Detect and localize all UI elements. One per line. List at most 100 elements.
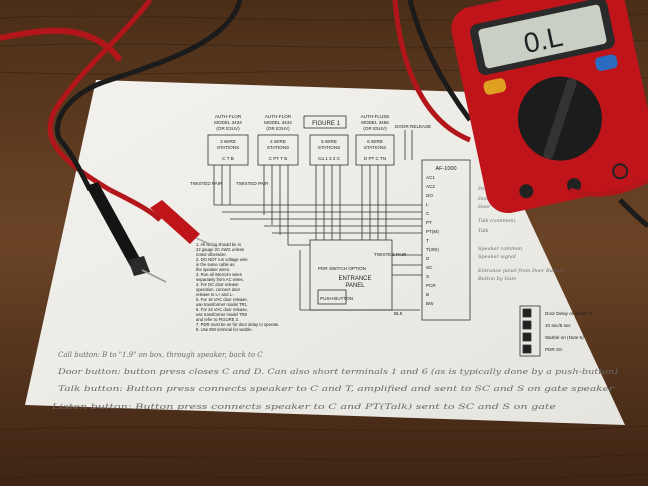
note-line: 5. For 16 VAC door release, [196, 297, 248, 302]
terminal: DO [426, 193, 433, 198]
station-4-model: MODEL 3456 [361, 120, 389, 125]
terminal: PT [426, 220, 432, 225]
note-line: release to L+ and L-. [196, 292, 235, 297]
twisted-pair-label-1: TWISTED PAIR [190, 181, 223, 186]
note-line: 3. Run all intercom wires [196, 272, 242, 277]
amp-jack[interactable] [612, 163, 629, 180]
entrance-panel-title: ENTRANCE [338, 276, 371, 282]
station-4-terms: D PT C TN [364, 156, 386, 161]
black-probe [58, 138, 167, 283]
station-1-wire: 3 WIRE [220, 139, 236, 144]
station-box-4wire [257, 134, 299, 166]
note-line: 8. Use BW terminal for warble. [196, 327, 253, 332]
station-3-terms: Ca 1 3 2 C [318, 156, 341, 161]
af1000-title: AF-1000 [435, 166, 456, 172]
handwritten-line: Listen button: Button press connects spe… [50, 403, 556, 411]
push-button-box [317, 289, 347, 305]
multimeter: 0.L [451, 0, 648, 214]
terminal: PCR [426, 283, 436, 288]
terminal-list: AC1 AC2 DO L C PT PT(M) T T(3W) D SC S P… [426, 175, 439, 306]
note-line: the speaker wires. [196, 267, 230, 272]
terminal: C [426, 211, 430, 216]
station-3-wire: 5 WIRE [321, 139, 337, 144]
terminal: S [426, 274, 429, 279]
figure-label: FIGURE 1 [312, 121, 340, 127]
terminal: AC1 [426, 175, 435, 180]
handwritten-notes: Call button: B to "1.9" on box, through … [50, 351, 618, 411]
dial-knob[interactable] [542, 77, 577, 160]
station-box-6wire [355, 134, 395, 166]
station-2-model: MODEL 3434 [264, 120, 292, 125]
terminal: SC [426, 265, 433, 270]
dip-switch-block [519, 305, 541, 357]
wiring-diagram [207, 115, 541, 357]
station-2-kind: STATIONS [267, 145, 289, 150]
terminal: D [426, 256, 430, 261]
note-line: use transformer model TR1. [196, 302, 248, 307]
terminal: L [426, 202, 429, 207]
red-probe [108, 187, 215, 247]
handwritten-line: Door button: button press closes C and D… [57, 368, 619, 376]
station-2-terms: C PT T B [269, 156, 288, 161]
station-4-suffix: (OR E5UV) [363, 126, 387, 131]
blk-label: BLK [394, 311, 404, 316]
terminal: AC2 [426, 184, 435, 189]
station-2-wire: 4 WIRE [270, 139, 286, 144]
dip-label: 10 sec/5 sec [545, 323, 571, 328]
terminal: BW [426, 301, 434, 306]
station-box-5wire [309, 134, 349, 166]
terminal: PT(M) [426, 229, 439, 234]
handwritten-line: Call button: B to "1.9" on box, through … [58, 351, 263, 359]
margin-note: Door [477, 204, 491, 210]
station-1-kind: STATIONS [217, 145, 239, 150]
note-line: noted otherwise. [196, 252, 227, 257]
note-line: operation, connect door [196, 287, 241, 292]
station-4-wire: 6 WIRE [367, 139, 383, 144]
com-jack[interactable] [518, 183, 535, 200]
twisted-pair-label-2: TWISTED PAIR [236, 181, 269, 186]
note-line: 2. DO NOT run voltage wire [196, 257, 248, 262]
station-2-suffix: (OR E3UV) [266, 126, 290, 131]
multimeter-lcd [478, 4, 607, 69]
figure-label-box [303, 115, 347, 129]
note-line: 4. For DC door release [196, 282, 239, 287]
black-test-lead-wire [55, 0, 243, 142]
diagram-notes: 1. All wiring should be in 22 gauge 2C A… [196, 242, 279, 332]
station-4-kind: STATIONS [364, 145, 386, 150]
twisted-pair-label-3: TWISTED PAIR [374, 252, 407, 257]
station-3-kind: STATIONS [318, 145, 340, 150]
station-4-brand: AUTH-FLUSE [361, 114, 390, 119]
handwritten-line: Talk button: Button press connects speak… [58, 385, 615, 393]
note-line: separately from AC wires. [196, 277, 244, 282]
margin-note: Speaker common [478, 246, 522, 252]
terminal: B [426, 292, 429, 297]
door-release-label: DOOR RELEASE [395, 124, 431, 129]
note-line: and refer to FIGURE 3. [196, 317, 239, 322]
margin-note: Talk (common) [478, 217, 516, 224]
schematic-paper [25, 80, 625, 425]
station-1-brand: AUTH-FLOR [215, 114, 242, 119]
dip-label: PDR On [545, 347, 563, 352]
blue-function-button[interactable] [594, 54, 618, 72]
pdr-switch-label: PDR SWITCH OPTION [318, 266, 366, 271]
note-line: use transformer model TR8 [196, 312, 248, 317]
station-box-3wire [207, 134, 249, 166]
margin-note: Button by Gate [477, 276, 516, 282]
dip-label: Door Delay on (Note 7) [545, 311, 593, 316]
note-line: 22 gauge 2C AWG unless [196, 247, 244, 252]
yellow-function-button[interactable] [483, 77, 507, 95]
note-line: 1. All wiring should be in [196, 242, 242, 247]
terminal: T [426, 238, 429, 243]
dip-label: Warble on (Note 5) [545, 335, 584, 340]
station-1-terms: C T B [222, 156, 234, 161]
margin-note: Talk [478, 228, 489, 234]
station-1-model: MODEL 3434 [214, 120, 242, 125]
margin-note: Speaker signal [478, 254, 516, 260]
note-line: 6. For 24 VAC door release, [196, 307, 248, 312]
entrance-panel-sub: PANEL [345, 283, 365, 289]
terminal: T(3W) [426, 247, 439, 252]
note-line: 7. PDR must be on for door delay to oper… [196, 322, 279, 327]
dip-switch-labels: Door Delay on (Note 7) 10 sec/5 sec Warb… [545, 311, 593, 352]
